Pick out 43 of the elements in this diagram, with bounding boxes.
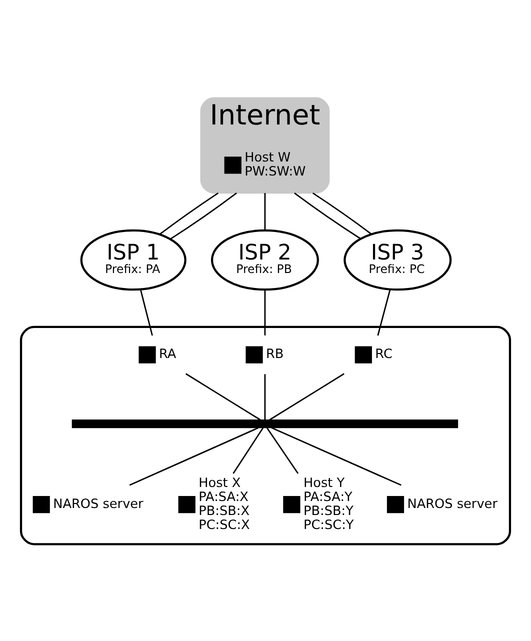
node-label: RA <box>159 346 176 362</box>
node-label: PC:SC:Y <box>303 517 354 532</box>
node-bar <box>72 419 458 428</box>
node-label: PA:SA:X <box>198 489 248 504</box>
node-box <box>283 496 300 513</box>
connector <box>312 192 372 234</box>
node-box <box>386 496 404 513</box>
node-label: NAROS server <box>53 496 144 512</box>
node-label: NAROS server <box>407 496 498 512</box>
connector <box>159 192 219 234</box>
node-label: RB <box>266 346 284 362</box>
node-ellipse: ISP 1 Prefix: PA <box>80 228 186 290</box>
connector <box>140 288 153 336</box>
node-label: PW:SW:W <box>244 164 306 180</box>
connector <box>377 288 391 336</box>
connector <box>170 192 237 240</box>
node-label: RC <box>375 346 392 362</box>
node-label: PC:SC:X <box>198 517 250 532</box>
node-label: Host X <box>198 476 241 491</box>
connector <box>264 192 266 230</box>
node-ellipse: ISP 3 Prefix: PC <box>344 228 452 290</box>
node-label: Host W <box>244 150 291 166</box>
node-box <box>354 346 372 363</box>
connector <box>266 426 299 474</box>
node-ellipse: ISP 2 Prefix: PB <box>210 228 319 290</box>
connector <box>294 192 361 239</box>
node-box <box>224 156 242 174</box>
node-label: PB:SB:X <box>198 503 250 518</box>
connector <box>271 426 402 486</box>
node-label: PB:SB:Y <box>303 503 354 518</box>
node-box <box>178 496 196 513</box>
connector <box>264 289 266 335</box>
node-box <box>246 346 263 363</box>
node-box <box>138 346 156 363</box>
connector <box>232 426 264 474</box>
connector <box>264 374 266 420</box>
connector <box>129 426 259 486</box>
node-label: Host Y <box>303 476 345 491</box>
connector <box>186 372 261 420</box>
node-box <box>32 496 50 513</box>
cluster <box>20 325 512 545</box>
connector <box>269 372 344 420</box>
node-label: PA:SA:Y <box>303 489 352 504</box>
